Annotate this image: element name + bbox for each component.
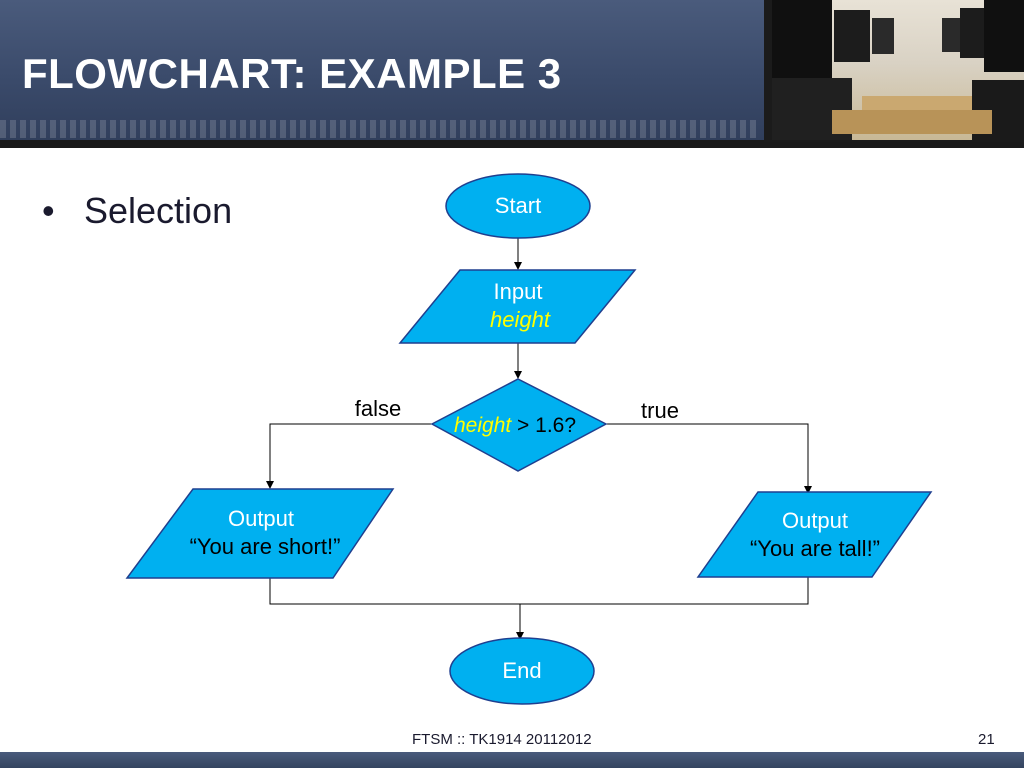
connector-merge <box>269 577 809 605</box>
decision-text: height > 1.6? <box>454 414 576 437</box>
output-tall-label: Output <box>782 508 848 533</box>
header-rule <box>0 140 1024 148</box>
slide-title: FLOWCHART: EXAMPLE 3 <box>22 50 562 97</box>
true-label: true <box>641 398 679 423</box>
arrowhead-decision <box>514 371 522 379</box>
page-number: 21 <box>978 731 995 748</box>
input-parallelogram <box>398 269 637 344</box>
end-terminal <box>449 637 595 705</box>
start-terminal <box>445 173 591 239</box>
input-variable: height <box>490 307 551 332</box>
arrowheads <box>266 262 812 640</box>
arrowhead-end <box>516 632 524 640</box>
output-tall-parallelogram <box>696 491 933 578</box>
end-label: End <box>502 658 541 683</box>
decision-variable: height <box>454 414 512 437</box>
output-tall-text: “You are tall!” <box>750 536 880 561</box>
false-label: false <box>355 396 401 421</box>
input-label: Input <box>494 279 543 304</box>
arrowhead-output-false <box>266 481 274 489</box>
decision-diamond <box>430 378 608 472</box>
connector-true-branch <box>606 423 809 486</box>
output-short-text: “You are short!” <box>190 534 341 559</box>
output-short-parallelogram <box>125 488 395 579</box>
arrowhead-input <box>514 262 522 270</box>
footer-course-info: FTSM :: TK1914 20112012 <box>412 731 592 748</box>
connector-false-branch <box>269 423 432 481</box>
header-stripe-pattern <box>0 120 760 138</box>
computer-lab-photo <box>764 0 1024 142</box>
footer-bar <box>0 752 1024 768</box>
bullet-selection: Selection <box>84 190 233 231</box>
connectors <box>269 238 809 632</box>
bullet-dot: • <box>42 190 55 231</box>
arrowhead-output-true <box>804 486 812 494</box>
start-label: Start <box>495 193 541 218</box>
decision-condition: > 1.6? <box>511 414 576 437</box>
output-short-label: Output <box>228 506 294 531</box>
